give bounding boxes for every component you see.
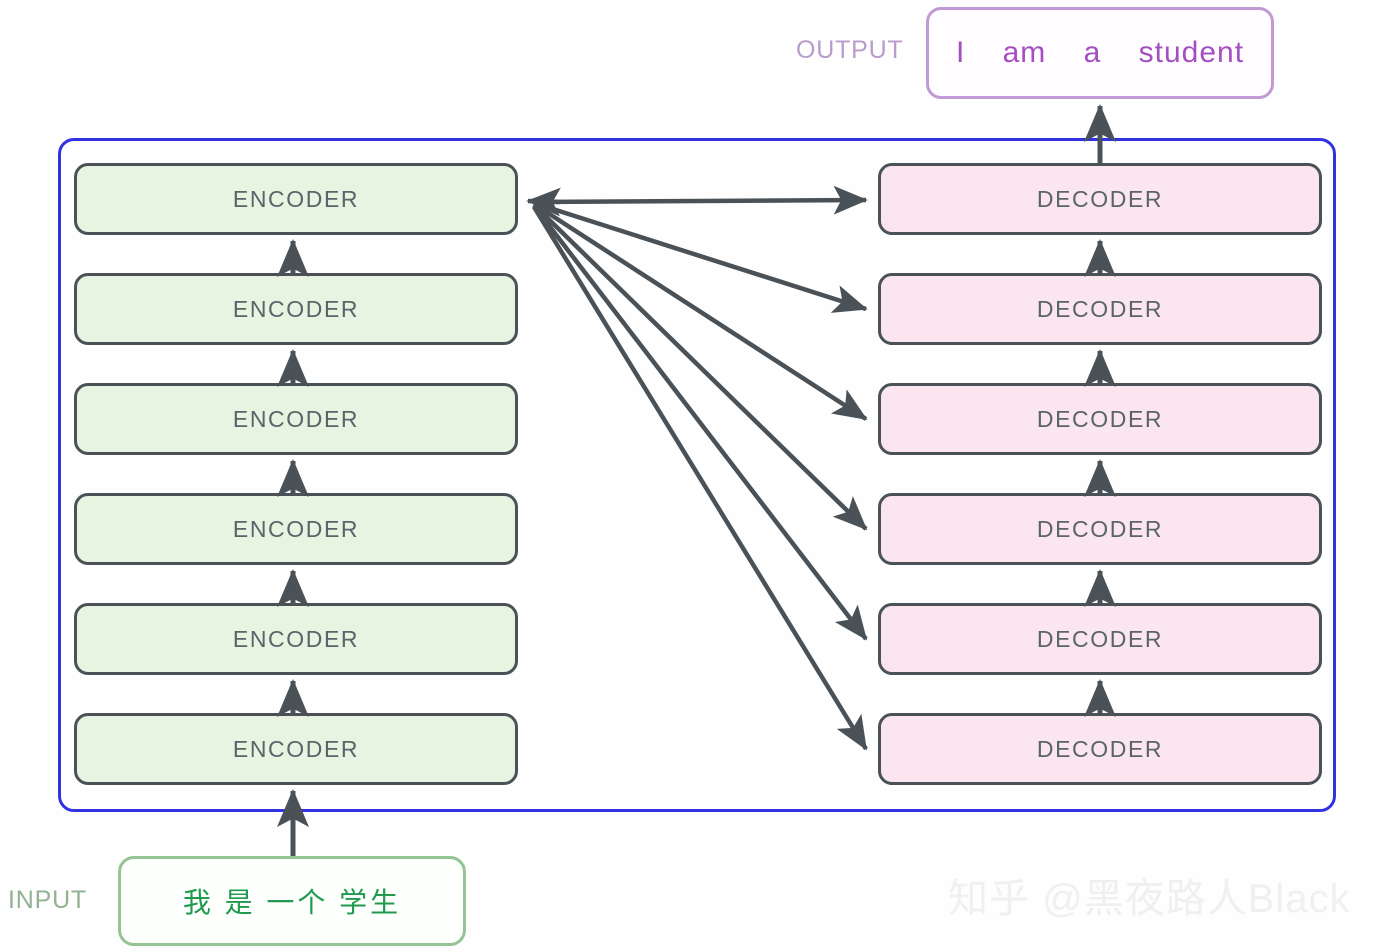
input-box: 我 是 一个 学生 xyxy=(118,856,466,946)
encoder-block-5[interactable]: ENCODER xyxy=(74,603,518,675)
output-text: I am a student xyxy=(955,36,1245,69)
model-container xyxy=(58,138,1336,812)
output-label: OUTPUT xyxy=(796,36,904,64)
encoder-block-4[interactable]: ENCODER xyxy=(74,493,518,565)
encoder-block-label: ENCODER xyxy=(232,185,360,212)
watermark: 知乎 @黑夜路人Black xyxy=(948,877,1351,921)
decoder-block-6[interactable]: DECODER xyxy=(878,713,1322,785)
decoder-block-label: DECODER xyxy=(1036,295,1164,322)
encoder-block-3[interactable]: ENCODER xyxy=(74,383,518,455)
output-box: I am a student xyxy=(926,7,1274,99)
decoder-block-label: DECODER xyxy=(1036,405,1164,432)
encoder-block-2[interactable]: ENCODER xyxy=(74,273,518,345)
encoder-block-label: ENCODER xyxy=(232,625,360,652)
encoder-block-label: ENCODER xyxy=(232,405,360,432)
encoder-block-1[interactable]: ENCODER xyxy=(74,163,518,235)
decoder-block-label: DECODER xyxy=(1036,515,1164,542)
decoder-block-label: DECODER xyxy=(1036,625,1164,652)
input-label: INPUT xyxy=(8,886,87,914)
decoder-block-2[interactable]: DECODER xyxy=(878,273,1322,345)
encoder-block-label: ENCODER xyxy=(232,515,360,542)
decoder-block-1[interactable]: DECODER xyxy=(878,163,1322,235)
decoder-block-3[interactable]: DECODER xyxy=(878,383,1322,455)
decoder-block-label: DECODER xyxy=(1036,735,1164,762)
decoder-block-5[interactable]: DECODER xyxy=(878,603,1322,675)
decoder-block-label: DECODER xyxy=(1036,185,1164,212)
input-text: 我 是 一个 学生 xyxy=(182,887,402,918)
encoder-block-label: ENCODER xyxy=(232,295,360,322)
encoder-block-6[interactable]: ENCODER xyxy=(74,713,518,785)
decoder-block-4[interactable]: DECODER xyxy=(878,493,1322,565)
encoder-block-label: ENCODER xyxy=(232,735,360,762)
